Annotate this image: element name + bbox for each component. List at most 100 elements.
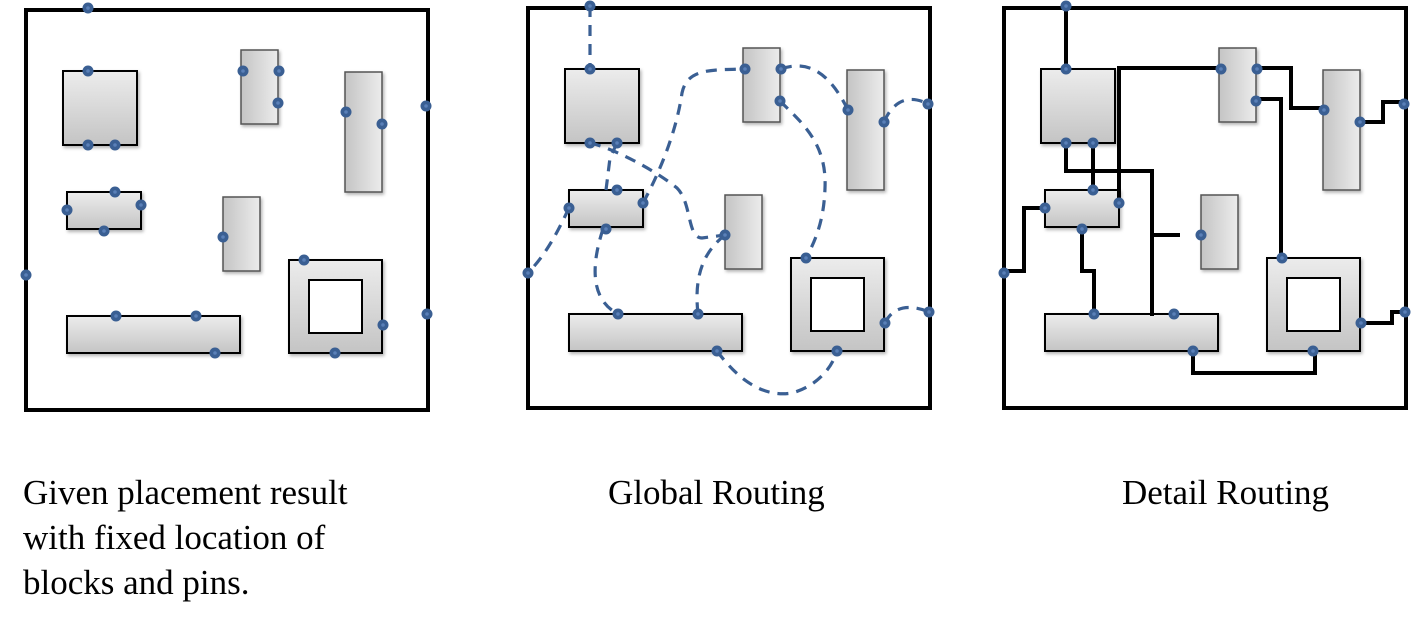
block-E bbox=[724, 194, 763, 270]
pin-io_top bbox=[82, 2, 94, 14]
detail-wire-5 bbox=[1002, 206, 1047, 273]
pin-A_top bbox=[1060, 63, 1072, 75]
pin-F_top2 bbox=[190, 310, 202, 322]
block-F bbox=[1044, 313, 1219, 352]
pin-C_left bbox=[739, 63, 751, 75]
pin-B_top bbox=[109, 186, 121, 198]
detail-wire-7 bbox=[1255, 66, 1326, 110]
pin-io_right1 bbox=[420, 100, 432, 112]
pin-A_bot1 bbox=[82, 139, 94, 151]
pin-G_top bbox=[298, 254, 310, 266]
chip-boundary bbox=[24, 8, 430, 412]
pin-C_left bbox=[1215, 63, 1227, 75]
detail-wire-6 bbox=[1080, 227, 1096, 316]
placement-caption-line-3: blocks and pins. bbox=[23, 563, 250, 602]
pin-E_left bbox=[719, 229, 731, 241]
pin-G_bot bbox=[831, 345, 843, 357]
pin-E_left bbox=[1195, 229, 1207, 241]
pin-B_right bbox=[637, 197, 649, 209]
pin-D_right bbox=[376, 118, 388, 130]
block-B bbox=[1044, 189, 1120, 228]
pin-F_bot bbox=[1187, 345, 1199, 357]
pins bbox=[20, 2, 433, 359]
pin-io_right2 bbox=[923, 306, 935, 318]
pin-G_top bbox=[1276, 252, 1288, 264]
pin-C_right1 bbox=[1251, 63, 1263, 75]
pin-B_right bbox=[1113, 197, 1125, 209]
pin-B_bot bbox=[1076, 223, 1088, 235]
detail-wire-9 bbox=[1358, 100, 1406, 124]
global-routing-panel bbox=[502, 0, 952, 418]
detail-wire-8 bbox=[1254, 97, 1283, 260]
pin-G_right bbox=[377, 319, 389, 331]
pin-A_bot2 bbox=[109, 139, 121, 151]
pin-G_bot bbox=[329, 347, 341, 359]
block-F bbox=[66, 315, 241, 354]
pin-F_top2 bbox=[1168, 308, 1180, 320]
global-route-4 bbox=[526, 207, 571, 275]
pin-D_left bbox=[340, 106, 352, 118]
pin-A_bot1 bbox=[1060, 137, 1072, 149]
pin-io_right2 bbox=[1399, 306, 1411, 318]
pin-A_bot2 bbox=[1087, 137, 1099, 149]
block-G bbox=[1266, 257, 1361, 352]
global-route-6 bbox=[695, 233, 726, 315]
pin-B_top bbox=[1087, 184, 1099, 196]
detail-wire-1 bbox=[1064, 141, 1154, 316]
pin-F_top1 bbox=[1088, 308, 1100, 320]
block-D bbox=[846, 69, 885, 191]
placement-caption-line-1: Given placement result bbox=[23, 473, 348, 512]
pin-F_top1 bbox=[110, 310, 122, 322]
block-G bbox=[790, 257, 885, 352]
detail-routing-diagram bbox=[998, 0, 1411, 410]
pin-G_top bbox=[800, 252, 812, 264]
placement-diagram bbox=[20, 2, 433, 412]
pin-B_left bbox=[61, 204, 73, 216]
detail-wire-4 bbox=[1117, 66, 1223, 205]
pin-io_left bbox=[998, 267, 1010, 279]
pin-B_left bbox=[563, 202, 575, 214]
block-C bbox=[240, 49, 279, 125]
global-routing-caption: Global Routing bbox=[608, 473, 825, 512]
pins bbox=[522, 0, 935, 357]
detail-wire-10 bbox=[1359, 310, 1407, 325]
pin-A_bot1 bbox=[584, 137, 596, 149]
pin-B_bot bbox=[98, 225, 110, 237]
pin-A_top bbox=[82, 65, 94, 77]
block-B bbox=[66, 191, 142, 230]
detail-routing-panel bbox=[978, 0, 1412, 418]
pin-io_top bbox=[584, 0, 596, 12]
pin-B_left bbox=[1039, 202, 1051, 214]
detail-routing-caption: Detail Routing bbox=[1122, 473, 1330, 512]
pin-G_bot bbox=[1307, 345, 1319, 357]
block-A bbox=[1040, 68, 1116, 144]
pin-A_top bbox=[584, 63, 596, 75]
block-D bbox=[1322, 69, 1361, 191]
pin-D_right bbox=[878, 116, 890, 128]
global-route-11 bbox=[715, 350, 839, 396]
pins bbox=[998, 0, 1411, 357]
pin-E_left bbox=[217, 231, 229, 243]
detail-wire-11 bbox=[1191, 349, 1317, 375]
block-E bbox=[1200, 194, 1239, 270]
pin-C_left bbox=[237, 65, 249, 77]
placement-caption: Given placement result with fixed locati… bbox=[23, 470, 348, 605]
block-E bbox=[222, 196, 261, 272]
global-route-2 bbox=[604, 142, 619, 191]
global-routing-diagram bbox=[522, 0, 935, 410]
block-F bbox=[568, 313, 743, 352]
pin-io_right1 bbox=[1398, 98, 1410, 110]
placement-caption-line-2: with fixed location of bbox=[23, 518, 326, 557]
chip-boundary bbox=[1002, 6, 1408, 410]
pin-C_right2 bbox=[272, 97, 284, 109]
pin-D_left bbox=[1318, 104, 1330, 116]
block-B bbox=[568, 189, 644, 228]
pin-A_bot2 bbox=[611, 137, 623, 149]
pin-G_right bbox=[1355, 317, 1367, 329]
block-A bbox=[62, 70, 138, 146]
detail-routes bbox=[1002, 4, 1407, 375]
pin-C_right1 bbox=[273, 65, 285, 77]
pin-C_right2 bbox=[1250, 95, 1262, 107]
global-route-9 bbox=[882, 97, 929, 123]
pin-D_right bbox=[1354, 116, 1366, 128]
